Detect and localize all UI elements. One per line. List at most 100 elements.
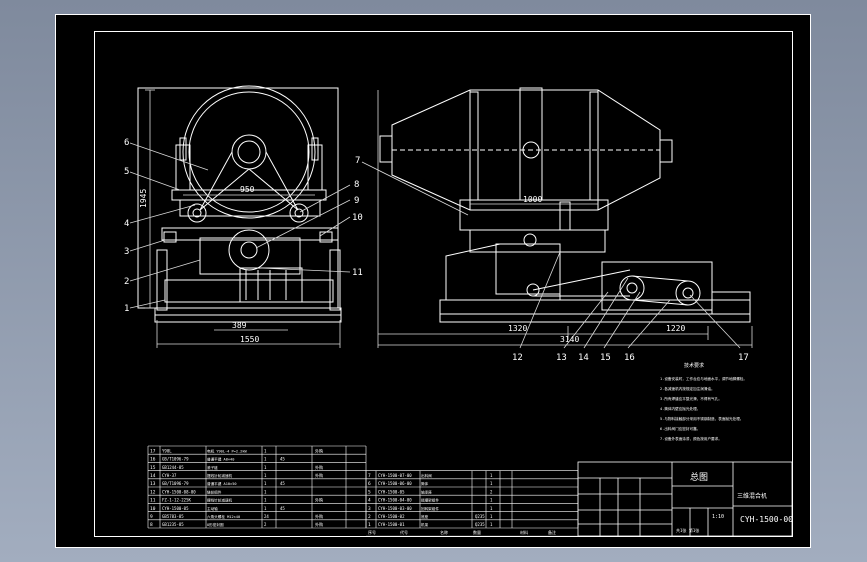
bom-mid-qty: 1 xyxy=(490,522,493,527)
bom-left-name: 六角头螺栓 M12×40 xyxy=(207,514,240,519)
bom-left-no: 14 xyxy=(150,473,156,479)
bom-left-name: 摆线针轮减速机 xyxy=(207,498,233,503)
bom-left-note: 外购 xyxy=(315,464,323,470)
bom-left-code: GB5783-85 xyxy=(162,514,184,519)
drum-hub-inner xyxy=(237,140,261,164)
bom-header-qty: 数量 xyxy=(473,529,481,535)
bom-left-code: GB1244-85 xyxy=(162,465,184,470)
dim-side-height: 1945 xyxy=(139,189,148,208)
bom-header-no: 序号 xyxy=(368,529,376,535)
bom-left-qty: 1 xyxy=(264,448,267,453)
callout-4: 4 xyxy=(124,219,129,229)
bom-mid-name: 摇摆架组件 xyxy=(421,498,439,503)
bom-header-material: 材料 xyxy=(520,529,528,535)
bom-mid-qty: 1 xyxy=(490,514,493,519)
bom-left-qty: 1 xyxy=(264,498,267,503)
bom-header-name: 名称 xyxy=(440,529,448,535)
bom-left-material: 45 xyxy=(280,506,285,511)
dim-front-right-span: 1220 xyxy=(666,324,685,333)
side-view xyxy=(137,85,342,323)
bom-mid-code: CYH-1500-01 xyxy=(378,522,405,527)
callout-14: 14 xyxy=(578,353,589,363)
bom-left-note: 外购 xyxy=(315,513,323,519)
side-dimensions xyxy=(145,89,341,348)
bom-left-no: 13 xyxy=(150,481,156,487)
callout-2: 2 xyxy=(124,277,129,287)
outer-border xyxy=(55,14,811,548)
front-leaders xyxy=(361,161,741,349)
bom-mid-name: 底座 xyxy=(421,514,429,519)
tech-heading: 技术要求 xyxy=(684,362,704,369)
technical-requirements: 技术要求 1.设备安装时，工作台应与地面水平，调节地脚螺栓。 2.各减速机内按规… xyxy=(660,362,747,441)
bom-mid-name: 回转架组件 xyxy=(421,506,439,511)
drive-frame xyxy=(601,261,713,311)
bom-mid-no: 4 xyxy=(368,498,371,504)
bom-left-no: 11 xyxy=(150,498,156,504)
bom-left-no: 15 xyxy=(150,465,156,471)
dim-base-inner: 389 xyxy=(232,321,247,330)
bom-left-qty: 1 xyxy=(264,473,267,478)
bom-mid-no: 7 xyxy=(368,473,371,479)
bom-left-code: GB/T1096-79 xyxy=(162,481,189,486)
product-name: 三维混合机 xyxy=(737,492,767,500)
bom-left-code: CYH-1500-05 xyxy=(162,506,189,511)
drive-gear xyxy=(228,229,270,271)
bom-mid-code: CYH-1500-05 xyxy=(378,489,405,494)
mid-plate xyxy=(161,227,339,241)
callout-11: 11 xyxy=(352,268,363,278)
title-block xyxy=(577,461,793,537)
bom-left-qty: 1 xyxy=(264,457,267,462)
side-leaders xyxy=(129,142,351,309)
gear-housing xyxy=(199,237,301,275)
dim-drum-width: 950 xyxy=(240,185,255,194)
bom-left-name: O形密封圈 xyxy=(207,522,224,527)
bom-mid-code: CYH-1500-02 xyxy=(378,514,405,519)
bom-left-note: 外购 xyxy=(315,497,323,503)
bom-left-qty: 1 xyxy=(264,481,267,486)
roller-left xyxy=(187,203,207,223)
dim-front-top: 1000 xyxy=(523,195,542,204)
bom-left-name: 滚子链 xyxy=(207,465,218,470)
bom-left-name: 链轮组件 xyxy=(207,489,222,494)
bom-mid-name: 机架 xyxy=(421,522,429,527)
front-dimensions xyxy=(377,90,753,348)
tech-line-1: 1.设备安装时，工作台应与地面水平，调节地脚螺栓。 xyxy=(660,376,747,381)
front-view xyxy=(379,87,751,323)
callout-10: 10 xyxy=(352,213,363,223)
bom-mid-name: 出料阀 xyxy=(421,473,432,478)
bom-left-no: 10 xyxy=(150,506,156,512)
bom-mid-qty: 1 xyxy=(490,498,493,503)
bom-left-material: 45 xyxy=(280,481,285,486)
bom-left-name: 普通平键 A10×50 xyxy=(207,481,237,486)
bom-mid-material: Q235 xyxy=(475,522,485,527)
bom-mid-qty: 1 xyxy=(490,481,493,486)
pivot-center xyxy=(522,141,540,159)
bom-left-no: 16 xyxy=(150,457,156,463)
bom-left-note: 外购 xyxy=(315,472,323,478)
bom-mid-material: Q235 xyxy=(475,514,485,519)
feed-port xyxy=(379,135,393,163)
callout-9: 9 xyxy=(354,196,359,206)
sheet-info: 共1张 第1张 xyxy=(676,527,699,533)
bom-left-material: 45 xyxy=(280,457,285,462)
bom-mid-no: 2 xyxy=(368,514,371,520)
tech-line-6: 6.出料阀门应密封可靠。 xyxy=(660,426,700,431)
bom-left-code: GB1235-85 xyxy=(162,522,184,527)
bom-mid-code: CYH-1500-03-00 xyxy=(378,506,412,511)
bom-left-code: CYH-1500-08-00 xyxy=(162,489,196,494)
bom-header-code: 代号 xyxy=(400,529,408,535)
callout-7: 7 xyxy=(355,156,360,166)
bom-left-code: Y90L xyxy=(162,448,172,453)
bom-left-no: 17 xyxy=(150,448,156,454)
dim-front-overall: 3140 xyxy=(560,335,579,344)
tech-line-4: 4.筒体内壁应抛光处理。 xyxy=(660,406,700,411)
bom-mid-name: 筒体 xyxy=(421,481,429,486)
bom-left-name: 摆线针轮减速机 xyxy=(207,473,233,478)
title-text: 总图 xyxy=(690,471,708,483)
bom-mid-name: 轴承座 xyxy=(421,489,432,494)
bom-mid-qty: 1 xyxy=(490,473,493,478)
bom-left-qty: 1 xyxy=(264,506,267,511)
callout-12: 12 xyxy=(512,353,523,363)
